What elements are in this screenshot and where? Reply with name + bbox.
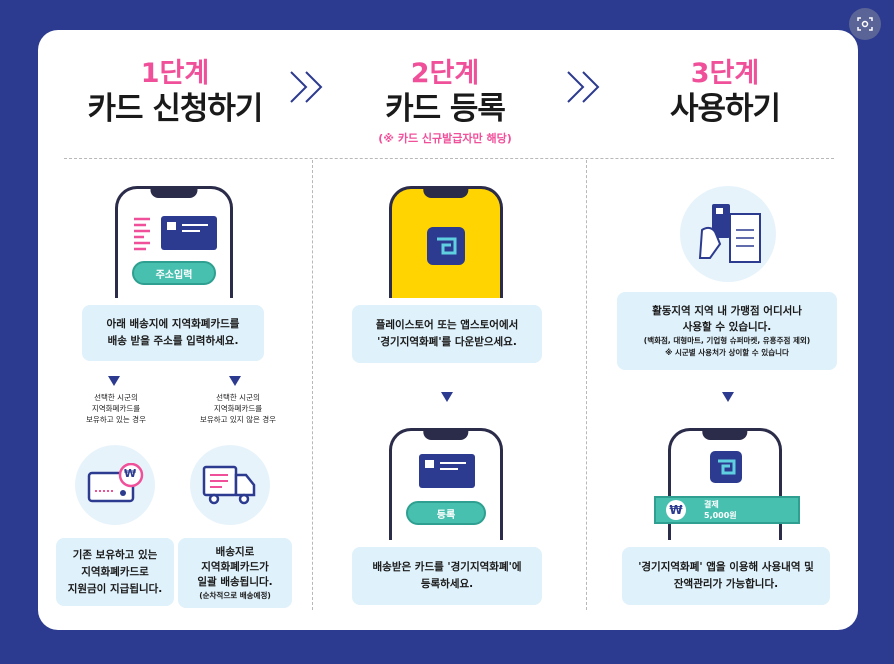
card-icon (161, 216, 217, 250)
app-logo-icon (427, 227, 465, 265)
won-icon: ₩ (124, 467, 137, 480)
divider (64, 158, 834, 159)
step2-name: 카드 등록 (385, 91, 506, 127)
down-arrow-icon (441, 392, 453, 402)
card-won-illustration: ₩ (75, 445, 155, 525)
card-terminal-icon (698, 204, 761, 263)
phone-mockup: 등록 (389, 428, 503, 540)
step1-number: 1단계 (140, 58, 210, 89)
down-arrow-icon (229, 376, 241, 386)
register-button[interactable]: 등록 (406, 501, 486, 525)
step2-note: (※ 카드 신규발급자만 해당) (378, 132, 512, 145)
down-arrow-icon (108, 376, 120, 386)
divider (586, 160, 587, 610)
step1-name: 카드 신청하기 (87, 91, 264, 127)
step3-number: 3단계 (690, 58, 760, 89)
phone-mockup: 주소입력 (115, 186, 233, 298)
step2-number: 2단계 (410, 58, 480, 89)
won-icon: ₩ (666, 500, 686, 520)
step1-title: 1단계 카드 신청하기 (70, 58, 280, 128)
payment-label: 결제 (704, 500, 719, 509)
card-icon (419, 454, 475, 488)
image-scan-button[interactable] (849, 8, 881, 40)
down-arrow-icon (722, 392, 734, 402)
divider (312, 160, 313, 610)
phone-mockup (389, 186, 503, 298)
step2-download-instruction: 플레이스토어 또는 앱스토어에서'경기지역화폐'를 다운받으세요. (352, 305, 542, 363)
card-won-icon (87, 463, 144, 503)
truck-illustration (190, 445, 270, 525)
payment-banner: ₩ 결제 5,000원 (654, 496, 800, 524)
payment-amount: 5,000원 (704, 511, 737, 520)
address-input-button[interactable]: 주소입력 (132, 261, 216, 285)
step2-title: 2단계 카드 등록 (※ 카드 신규발급자만 해당) (345, 58, 545, 146)
app-logo-icon (710, 451, 742, 483)
step3-name: 사용하기 (669, 91, 781, 127)
truck-icon (202, 465, 256, 505)
chevron-right-icon (290, 71, 323, 103)
scan-icon (857, 17, 873, 31)
card-payment-illustration (680, 186, 776, 282)
chevron-right-icon (567, 71, 600, 103)
address-form-icon (134, 217, 150, 251)
step3-title: 3단계 사용하기 (620, 58, 830, 128)
